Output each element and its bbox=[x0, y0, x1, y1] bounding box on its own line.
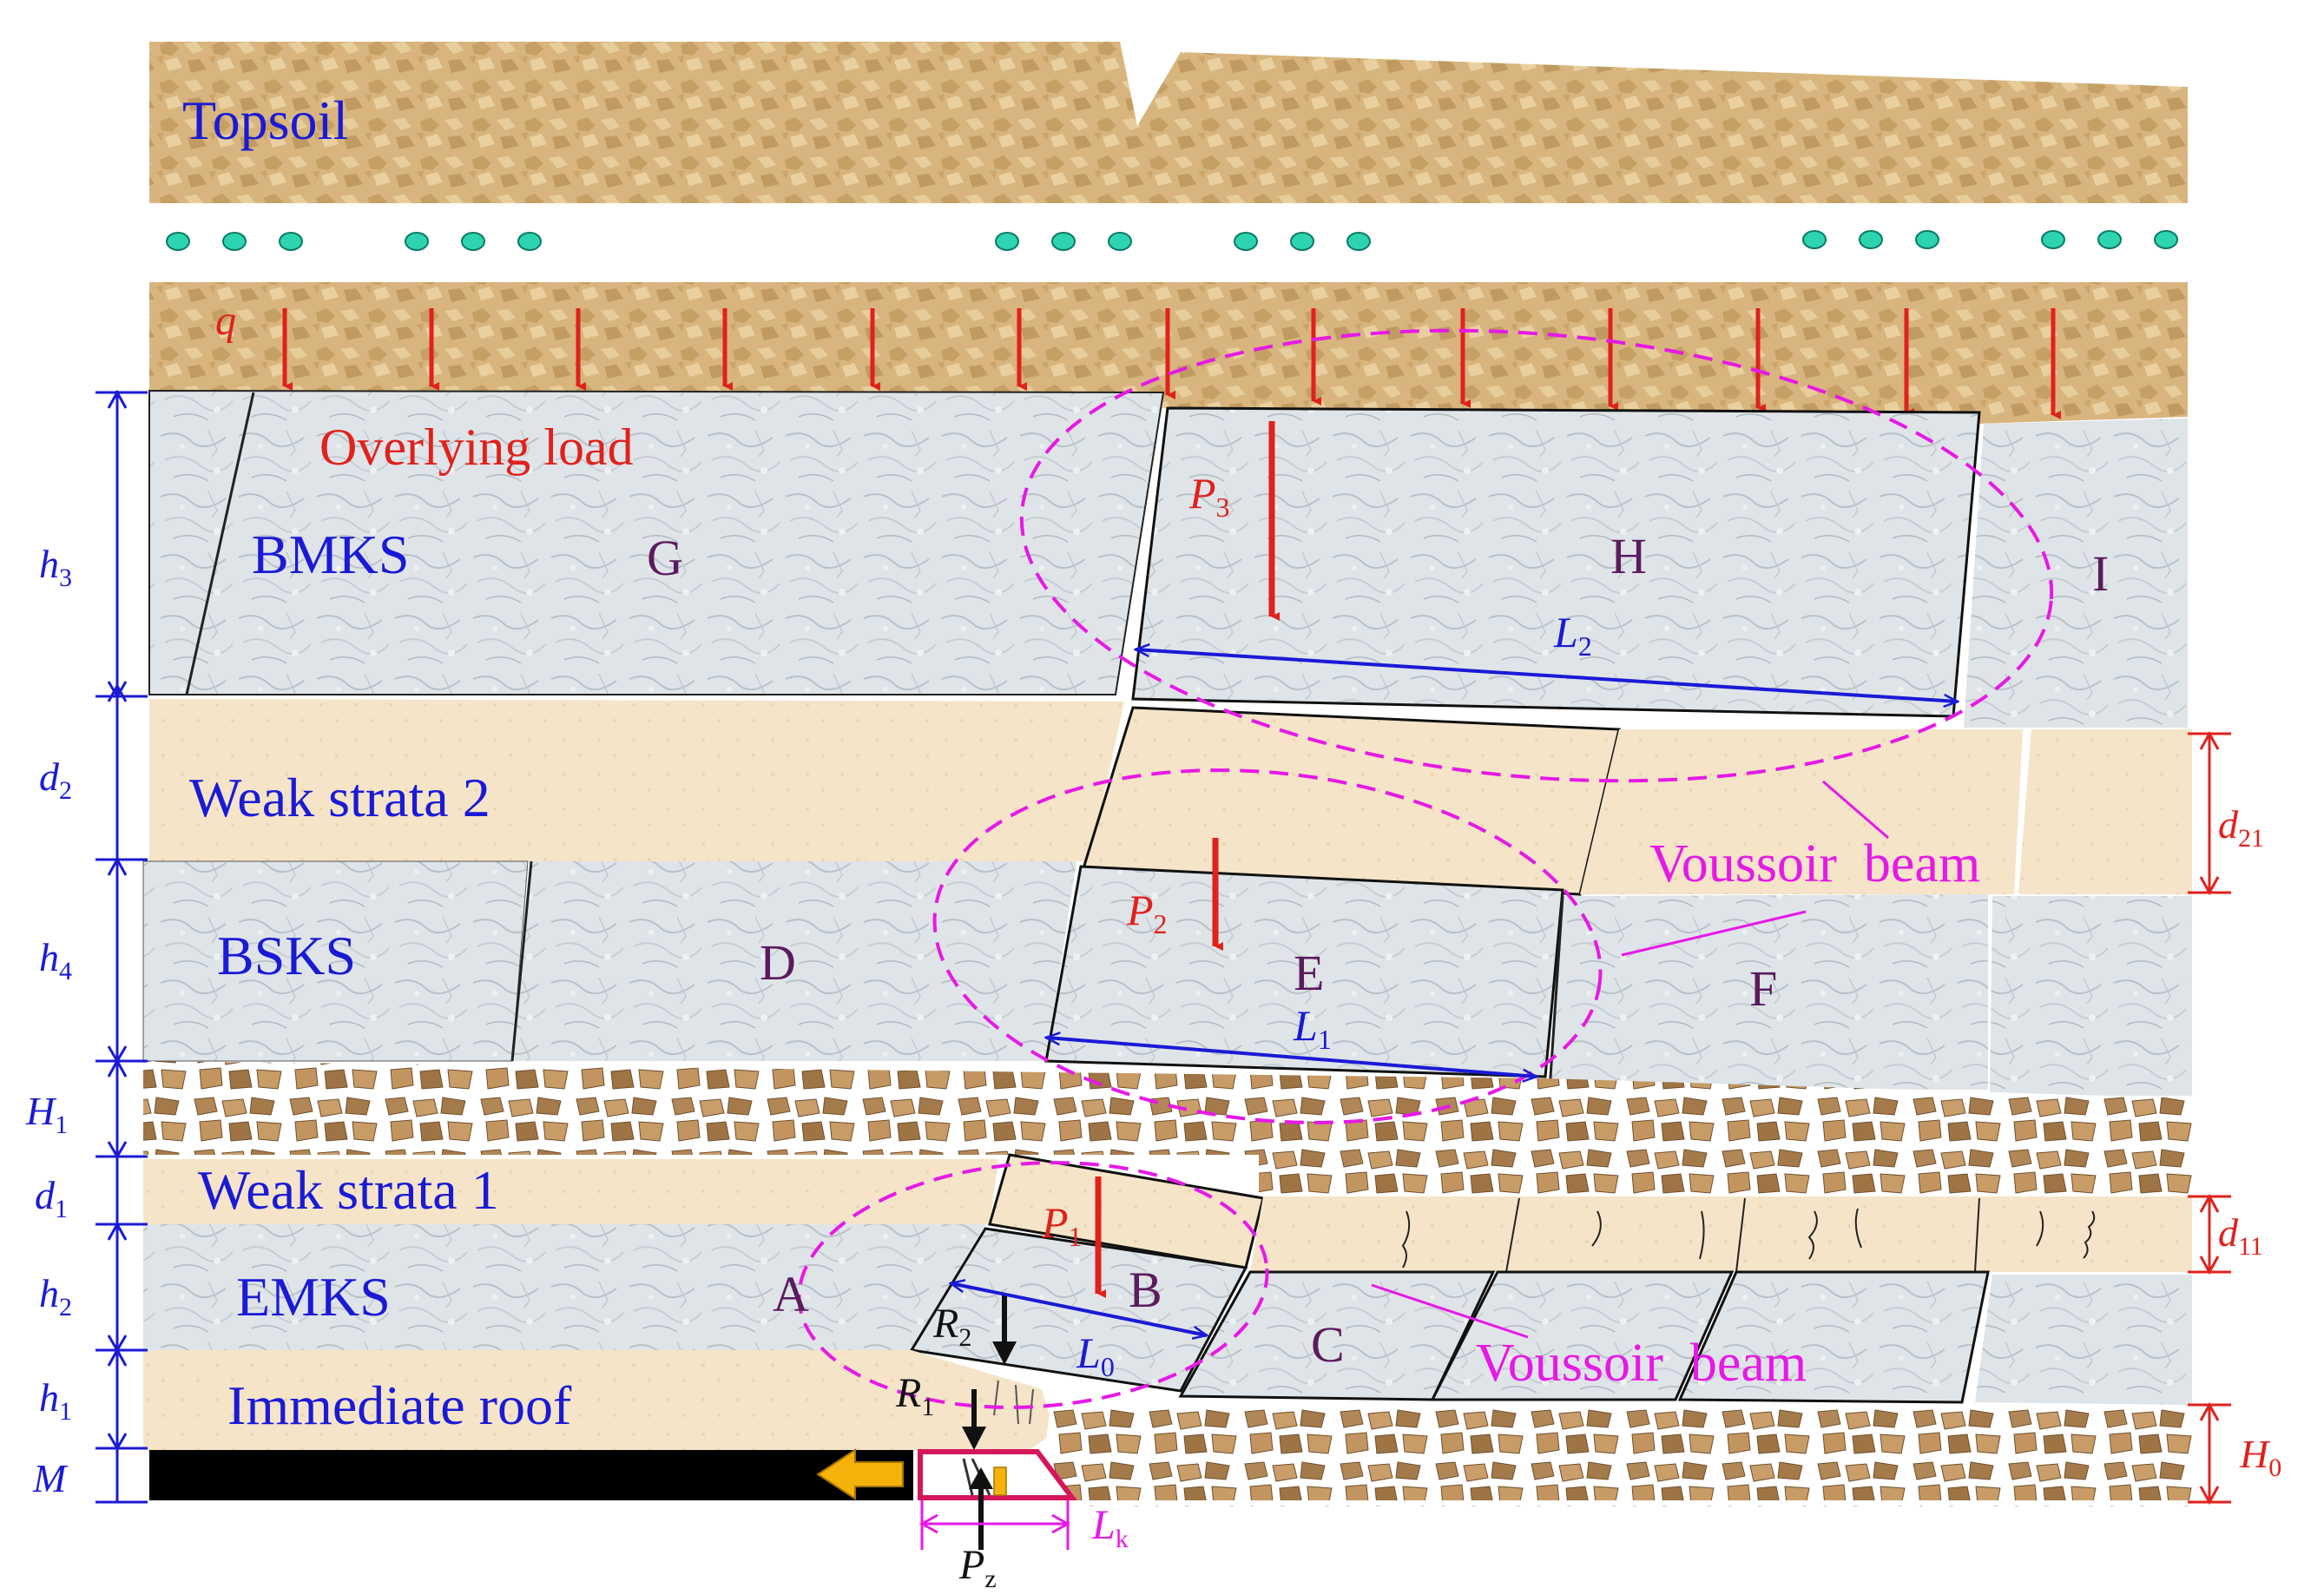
voussoir-leader-2 bbox=[1621, 910, 1807, 957]
rubble-layer-lower bbox=[1042, 1405, 2192, 1506]
dim-h2-label: h2 bbox=[39, 1271, 72, 1321]
topsoil-label: Topsoil bbox=[182, 89, 348, 151]
block-d-label: D bbox=[760, 934, 796, 991]
block-f bbox=[1550, 894, 1988, 1090]
block-a bbox=[143, 1224, 985, 1350]
block-c2 bbox=[1430, 1270, 1735, 1401]
r2-label: R2 bbox=[932, 1301, 971, 1352]
weak-strata-1-label: Weak strata 1 bbox=[198, 1159, 499, 1221]
block-e-label: E bbox=[1294, 945, 1324, 1001]
lk-dimension bbox=[918, 1500, 1071, 1550]
block-h-label: H bbox=[1610, 528, 1647, 584]
emks-label: EMKS bbox=[236, 1266, 391, 1328]
block-c3 bbox=[1677, 1270, 1990, 1404]
p3-label: P3 bbox=[1188, 469, 1230, 523]
dim-h1-upper-label: H1 bbox=[25, 1089, 68, 1139]
lk-label: Lk bbox=[1091, 1502, 1129, 1553]
pz-label: Pz bbox=[958, 1542, 997, 1591]
weak-strata-2-label: Weak strata 2 bbox=[189, 767, 490, 828]
voussoir-lower-label: Voussoir beam bbox=[1476, 1334, 1807, 1393]
l1-label: L1 bbox=[1293, 1001, 1332, 1055]
block-f-label: F bbox=[1749, 960, 1777, 1017]
weak-strata-2-right bbox=[1580, 729, 2023, 894]
dim-h1-label: h1 bbox=[39, 1375, 72, 1426]
block-g bbox=[148, 389, 1165, 695]
p1-label: P1 bbox=[1041, 1198, 1083, 1252]
weak-strata-1-right bbox=[1250, 1196, 2192, 1272]
voussoir-ellipse-upper bbox=[1019, 328, 2054, 783]
force-arrows bbox=[1095, 421, 1280, 1298]
voussoir-leader-1 bbox=[1822, 780, 1889, 840]
coal-seam bbox=[149, 1450, 913, 1500]
block-f-right bbox=[1990, 896, 2192, 1096]
block-c-label: C bbox=[1311, 1316, 1345, 1373]
block-d bbox=[512, 861, 1076, 1061]
dim-d2-label: d2 bbox=[39, 755, 72, 805]
topsoil-layer bbox=[149, 42, 2188, 203]
span-dimensions bbox=[951, 649, 1958, 1335]
block-i-label: I bbox=[2092, 545, 2109, 602]
dim-m-label: M bbox=[32, 1456, 69, 1500]
overlying-load-label: Overlying load bbox=[319, 419, 634, 476]
block-a-label: A bbox=[773, 1266, 809, 1322]
advance-arrow-icon bbox=[816, 1448, 904, 1500]
aquifer-dots-icon bbox=[166, 230, 2178, 251]
dim-d11-label: d11 bbox=[2218, 1210, 2263, 1261]
block-g-label: G bbox=[647, 530, 683, 586]
voussoir-upper-label: Voussoir beam bbox=[1649, 834, 1980, 893]
immediate-roof-layer bbox=[143, 1350, 1055, 1450]
bsks-label: BSKS bbox=[217, 925, 356, 986]
dim-h4-label: h4 bbox=[39, 935, 72, 985]
voussoir-leader-3 bbox=[1371, 1283, 1529, 1339]
hydraulic-support-icon bbox=[918, 1449, 1078, 1500]
l0-label: L0 bbox=[1076, 1328, 1115, 1382]
weak-strata-1-layer bbox=[143, 1159, 998, 1224]
gob-floor bbox=[913, 1500, 2192, 1506]
left-dimension-line bbox=[95, 389, 148, 1504]
right-dimension-lines bbox=[2188, 730, 2231, 1506]
overlying-load-arrows bbox=[282, 308, 2061, 419]
dim-h3-label: h3 bbox=[39, 542, 72, 592]
voussoir-ellipse-lower bbox=[797, 1161, 1269, 1409]
r1-label: R1 bbox=[895, 1370, 934, 1421]
weak-strata-2-block bbox=[1081, 706, 1621, 896]
p2-label: P2 bbox=[1126, 886, 1168, 939]
dim-h0-label: H0 bbox=[2239, 1432, 2281, 1482]
weak-strata-1-joints bbox=[1401, 1197, 2096, 1273]
block-i bbox=[1964, 419, 2188, 728]
bmks-label: BMKS bbox=[252, 524, 409, 585]
dim-d21-label: d21 bbox=[2218, 802, 2264, 853]
block-e bbox=[1044, 865, 1564, 1078]
block-b-label: B bbox=[1129, 1262, 1162, 1318]
weak-strata-2-layer bbox=[149, 699, 1124, 861]
immediate-roof-label: Immediate roof bbox=[227, 1374, 572, 1436]
weak-strata-2-right-2 bbox=[2018, 729, 2192, 894]
rubble-layer-upper bbox=[143, 1061, 2192, 1198]
voussoir-ellipse-middle bbox=[932, 768, 1603, 1124]
block-c4 bbox=[1975, 1275, 2192, 1405]
q-symbol: q bbox=[215, 298, 236, 344]
dim-d1-label: d1 bbox=[35, 1173, 68, 1223]
block-h bbox=[1131, 406, 1981, 718]
l2-label: L2 bbox=[1553, 608, 1592, 662]
